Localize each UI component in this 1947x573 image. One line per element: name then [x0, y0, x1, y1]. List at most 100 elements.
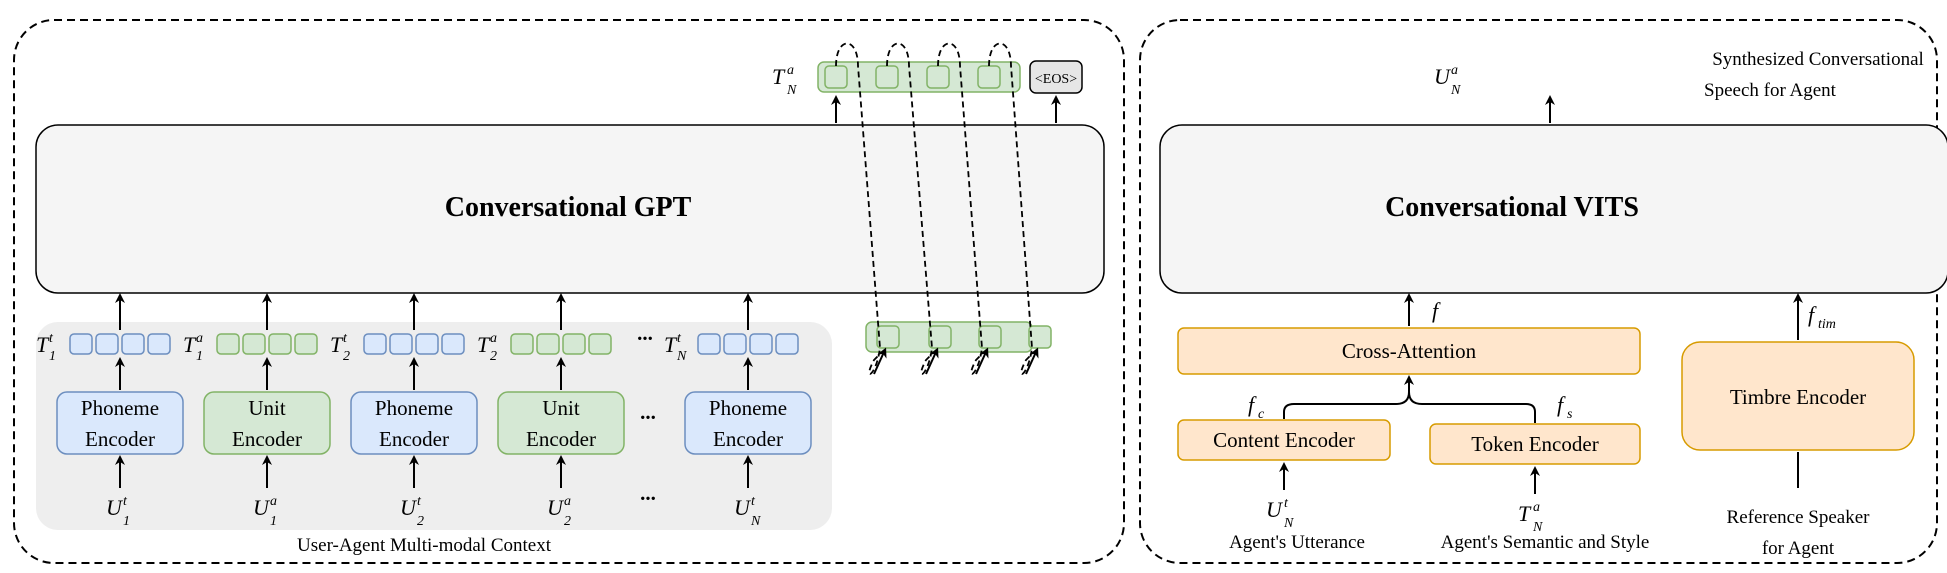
token-encoder-label: Token Encoder [1471, 432, 1598, 456]
feedback-arrow [925, 347, 939, 375]
token-caption: Agent's Semantic and Style [1441, 532, 1650, 553]
feedback-arrow [975, 347, 989, 375]
token-ellipsis: ... [637, 321, 653, 345]
token-cell [242, 333, 266, 355]
vits-box [1159, 124, 1947, 294]
cross-attention-box [1177, 327, 1641, 375]
svg-text:U: U [253, 495, 271, 520]
svg-text:f: f [1248, 392, 1257, 417]
phoneme-encoder-box [56, 391, 184, 455]
token-cell [95, 333, 119, 355]
svg-text:a: a [270, 494, 277, 509]
svg-text:N: N [750, 514, 761, 529]
reference-line2: for Agent [1762, 538, 1835, 559]
cross-attention-label: Cross-Attention [1342, 339, 1477, 363]
svg-text:2: 2 [490, 349, 497, 364]
eos-token [1029, 60, 1083, 94]
utterance-input-label: UNt [734, 494, 761, 529]
encoder-label-line1: Unit [248, 396, 286, 420]
content-input-label: U N t [1266, 496, 1294, 531]
svg-text:U: U [734, 495, 752, 520]
gpt-title: Conversational GPT [445, 192, 692, 223]
eos-label: <EOS> [1035, 72, 1077, 87]
fs-label: f s [1557, 392, 1573, 422]
content-encoder-box [1177, 419, 1391, 461]
output-token-label: T N a [772, 63, 797, 98]
encoder-label-line2: Encoder [713, 427, 783, 451]
svg-text:T: T [772, 64, 786, 89]
svg-text:U: U [547, 495, 565, 520]
encoder-label-line2: Encoder [526, 427, 596, 451]
svg-text:N: N [1283, 516, 1294, 531]
token-input-label: T N a [1518, 500, 1543, 535]
right-panel-border [1139, 19, 1938, 564]
vits-title: Conversational VITS [1385, 192, 1639, 223]
encoder-label-line2: Encoder [85, 427, 155, 451]
encoder-label-line1: Phoneme [709, 396, 787, 420]
token-cell [749, 333, 773, 355]
left-panel-border [13, 19, 1125, 564]
token-cell [294, 333, 318, 355]
svg-text:a: a [564, 494, 571, 509]
svg-text:1: 1 [270, 514, 277, 529]
svg-text:2: 2 [417, 514, 424, 529]
fc-label: f c [1248, 392, 1265, 422]
waveform-icon [1483, 47, 1637, 97]
svg-text:U: U [106, 495, 124, 520]
encoder-label-line2: Encoder [379, 427, 449, 451]
input-token-cell [1028, 325, 1052, 349]
gpt-box [35, 124, 1105, 294]
output-token-cell [926, 65, 950, 89]
svg-text:t: t [123, 494, 128, 509]
svg-text:N: N [786, 83, 797, 98]
svg-text:2: 2 [343, 349, 350, 364]
ftim-label: f tim [1808, 302, 1836, 332]
svg-text:s: s [1567, 407, 1573, 422]
phoneme-encoder-box [684, 391, 812, 455]
encoder-label-line1: Phoneme [81, 396, 159, 420]
token-cell [216, 333, 240, 355]
token-cell [588, 333, 612, 355]
svg-text:N: N [1532, 520, 1543, 535]
svg-text:T: T [330, 332, 344, 357]
svg-text:1: 1 [196, 349, 203, 364]
token-cell [363, 333, 387, 355]
f-label: f [1432, 298, 1441, 323]
input-token-cell [978, 325, 1002, 349]
svg-text:c: c [1258, 407, 1265, 422]
token-cell [562, 333, 586, 355]
svg-text:T: T [36, 332, 50, 357]
token-cell [69, 333, 93, 355]
svg-text:a: a [787, 63, 794, 78]
output-token-cell [875, 65, 899, 89]
output-caption-line2: Speech for Agent [1704, 80, 1837, 101]
autoregressive-loop [835, 42, 883, 375]
input-token-cell [928, 325, 952, 349]
token-cell [415, 333, 439, 355]
feedback-arrow [1025, 347, 1039, 375]
reference-line1: Reference Speaker [1727, 507, 1871, 528]
token-cell [147, 333, 171, 355]
input-ellipsis: ... [640, 481, 656, 505]
unit-encoder-box [203, 391, 331, 455]
svg-text:T: T [664, 332, 678, 357]
utterance-input-label: U1 a [253, 494, 277, 529]
autoregressive-loops [835, 42, 1039, 375]
svg-text:T: T [477, 332, 491, 357]
token-cell [775, 333, 799, 355]
unit-encoder-box [497, 391, 625, 455]
svg-text:t: t [417, 494, 422, 509]
encoder-label-line1: Unit [542, 396, 580, 420]
svg-text:T: T [1518, 501, 1532, 526]
svg-text:t: t [751, 494, 756, 509]
phoneme-encoder-box [350, 391, 478, 455]
autoregressive-loop [886, 42, 935, 375]
